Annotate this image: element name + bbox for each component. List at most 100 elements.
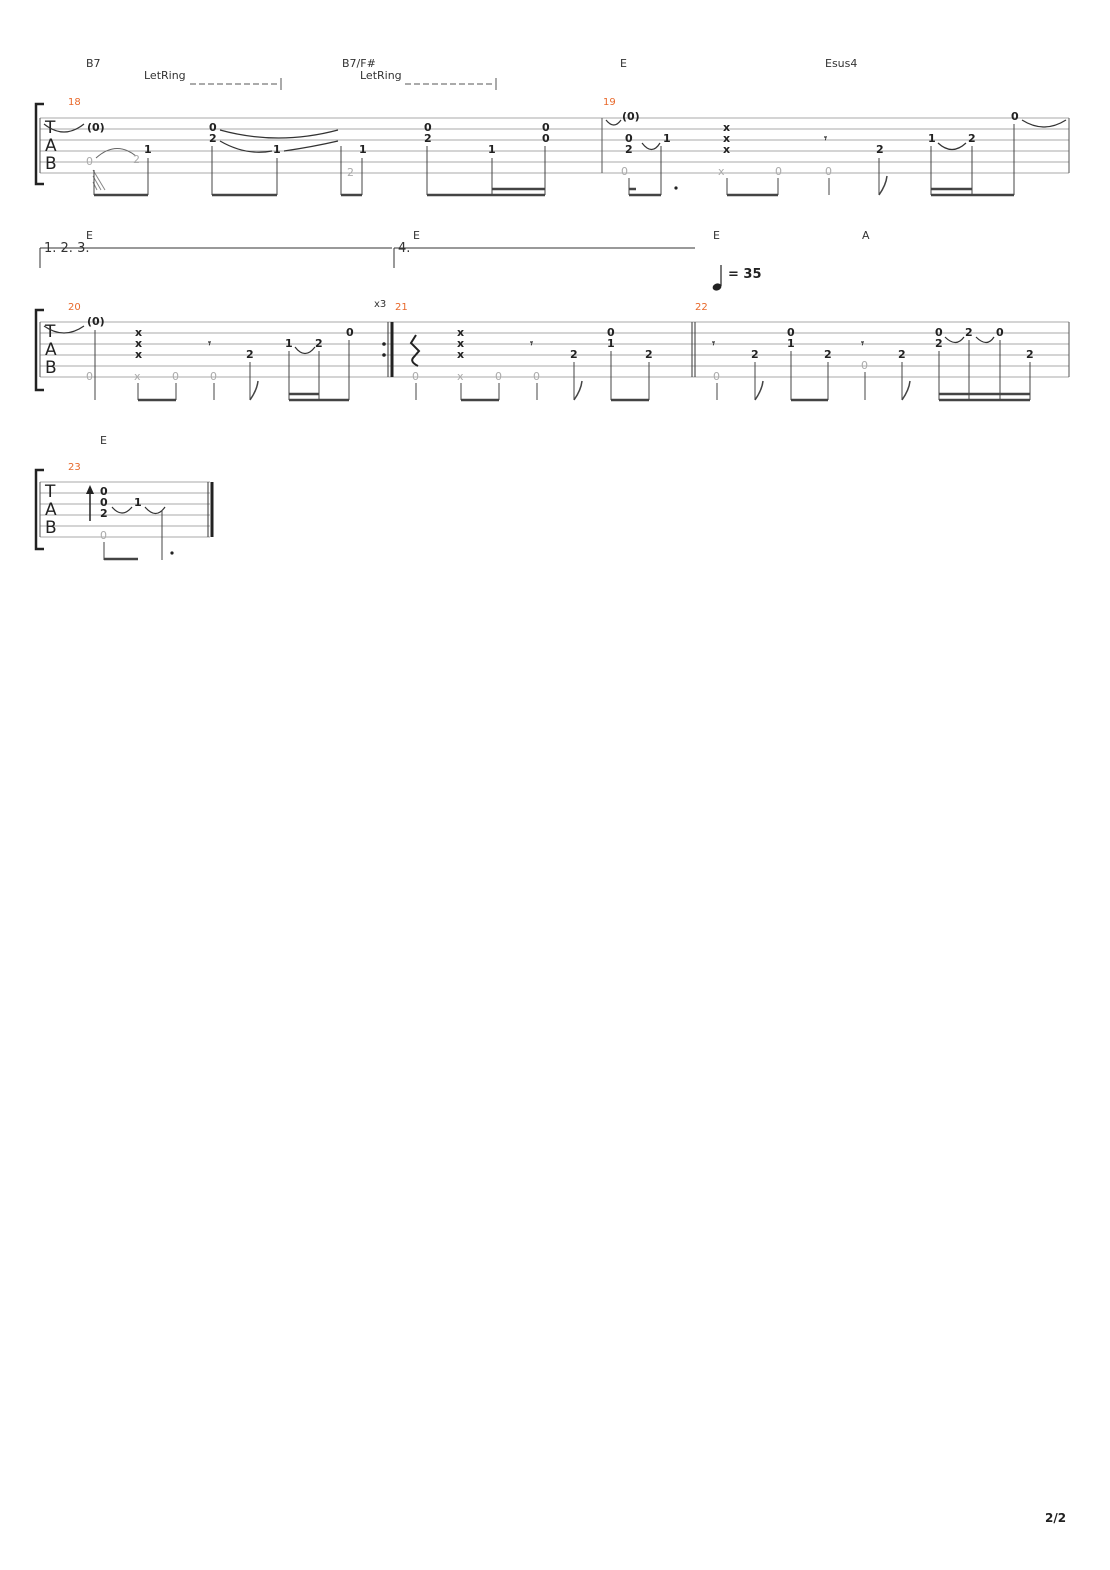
tempo-marking: = 35	[712, 265, 762, 291]
svg-text:0: 0	[713, 370, 720, 383]
tab-clef-b: B	[45, 518, 57, 538]
svg-text:0: 0	[100, 529, 107, 542]
svg-text:2: 2	[133, 153, 140, 166]
svg-text:0: 0	[996, 326, 1004, 339]
svg-text:0: 0	[787, 326, 795, 339]
tab-clef-b: B	[45, 358, 57, 378]
svg-text:x: x	[135, 348, 142, 361]
svg-text:x: x	[457, 337, 464, 350]
svg-text:(0): (0)	[87, 121, 105, 134]
svg-text:2: 2	[898, 348, 906, 361]
svg-text:0: 0	[209, 121, 217, 134]
measure-21-notes: 0 x x x x 0 0 𝄾 2 0 1 2	[409, 326, 653, 402]
svg-text:0: 0	[542, 121, 550, 134]
system-2: E E E A 1. 2. 3. 4. = 35 20 21 22 x3	[34, 229, 1070, 402]
repeat-dot	[382, 342, 386, 346]
svg-text:2: 2	[100, 507, 108, 520]
system-bracket	[34, 102, 44, 186]
chord-label: A	[862, 229, 870, 242]
svg-text:x: x	[457, 370, 464, 383]
svg-text:(0): (0)	[87, 315, 105, 328]
tab-staff	[40, 321, 1069, 378]
system-bracket	[34, 468, 44, 551]
system-1: B7 B7/F# E Esus4 LetRing LetRing 18 19 T…	[34, 57, 1070, 197]
measure-number: 21	[395, 302, 408, 313]
svg-text:x: x	[723, 132, 730, 145]
svg-text:1: 1	[273, 143, 281, 156]
svg-text:𝄾: 𝄾	[711, 337, 715, 350]
svg-text:2: 2	[751, 348, 759, 361]
svg-text:2: 2	[347, 166, 354, 179]
measure-number: 22	[695, 302, 708, 313]
measure-20-notes: (0) 0 x x x x 0 0 𝄾 2 1 2 0	[43, 315, 354, 402]
svg-text:x: x	[723, 121, 730, 134]
measure-number: 23	[68, 462, 81, 473]
tab-clef-t: T	[44, 482, 56, 502]
svg-text:0: 0	[935, 326, 943, 339]
system-bracket	[34, 308, 44, 392]
chord-label: B7/F#	[342, 57, 376, 70]
svg-text:2: 2	[625, 143, 633, 156]
svg-text:0: 0	[412, 370, 419, 383]
svg-text:0: 0	[775, 165, 782, 178]
svg-text:2: 2	[246, 348, 254, 361]
chord-label: Esus4	[825, 57, 857, 70]
tab-clef-b: B	[45, 154, 57, 174]
svg-text:0: 0	[346, 326, 354, 339]
svg-text:0: 0	[607, 326, 615, 339]
svg-text:𝄾: 𝄾	[823, 132, 827, 145]
svg-text:1: 1	[488, 143, 496, 156]
tab-clef-t: T	[44, 322, 56, 342]
svg-text:2: 2	[424, 132, 432, 145]
svg-text:2: 2	[965, 326, 973, 339]
svg-text:0: 0	[533, 370, 540, 383]
svg-text:0: 0	[861, 359, 868, 372]
svg-text:1: 1	[134, 496, 142, 509]
measure-number: 20	[68, 302, 81, 313]
svg-text:x: x	[134, 370, 141, 383]
svg-text:x: x	[135, 326, 142, 339]
svg-text:2: 2	[968, 132, 976, 145]
measure-number: 19	[603, 97, 616, 108]
svg-text:0: 0	[625, 132, 633, 145]
svg-text:𝄾: 𝄾	[529, 337, 533, 350]
tab-staff	[40, 117, 1069, 174]
svg-text:0: 0	[542, 132, 550, 145]
svg-text:2: 2	[315, 337, 323, 350]
svg-text:x: x	[723, 143, 730, 156]
svg-text:x: x	[457, 326, 464, 339]
measure-number: 18	[68, 97, 81, 108]
svg-text:1: 1	[663, 132, 671, 145]
page-number: 2/2	[1045, 1511, 1066, 1525]
svg-text:x: x	[718, 165, 725, 178]
svg-text:0: 0	[424, 121, 432, 134]
svg-text:1: 1	[928, 132, 936, 145]
measure-19-notes: (0) 0 2 1 0 x x x x 0 0 𝄾 2 1 2 0	[605, 110, 1067, 197]
svg-text:1: 1	[144, 143, 152, 156]
svg-text:0: 0	[100, 496, 108, 509]
svg-text:2: 2	[1026, 348, 1034, 361]
svg-text:1: 1	[607, 337, 615, 350]
tab-clef-a: A	[45, 136, 57, 156]
tab-clef-a: A	[45, 500, 57, 520]
let-ring-label: LetRing	[360, 69, 402, 82]
svg-text:𝄾: 𝄾	[860, 337, 864, 350]
repeat-count: x3	[374, 299, 386, 310]
svg-text:𝄾: 𝄾	[207, 337, 211, 350]
svg-text:2: 2	[209, 132, 217, 145]
chord-label: E	[713, 229, 720, 242]
tab-clef-a: A	[45, 340, 57, 360]
system-3: E 23 T A B 0 0 2 1 0	[34, 434, 214, 561]
chord-label: B7	[86, 57, 101, 70]
measure-22-notes: 𝄾 0 2 0 1 2 𝄾 0 2 0 2 2 0 2	[711, 326, 1034, 402]
svg-text:1: 1	[787, 337, 795, 350]
svg-text:2: 2	[824, 348, 832, 361]
svg-text:0: 0	[86, 155, 93, 168]
let-ring-label: LetRing	[144, 69, 186, 82]
svg-text:2: 2	[570, 348, 578, 361]
chord-label: E	[86, 229, 93, 242]
measure-18-notes: (0) 0 2 1 0 2 1 2 1 0 2 1 0 0	[43, 121, 550, 197]
svg-text:x: x	[135, 337, 142, 350]
volta-label: 1. 2. 3.	[44, 241, 89, 256]
